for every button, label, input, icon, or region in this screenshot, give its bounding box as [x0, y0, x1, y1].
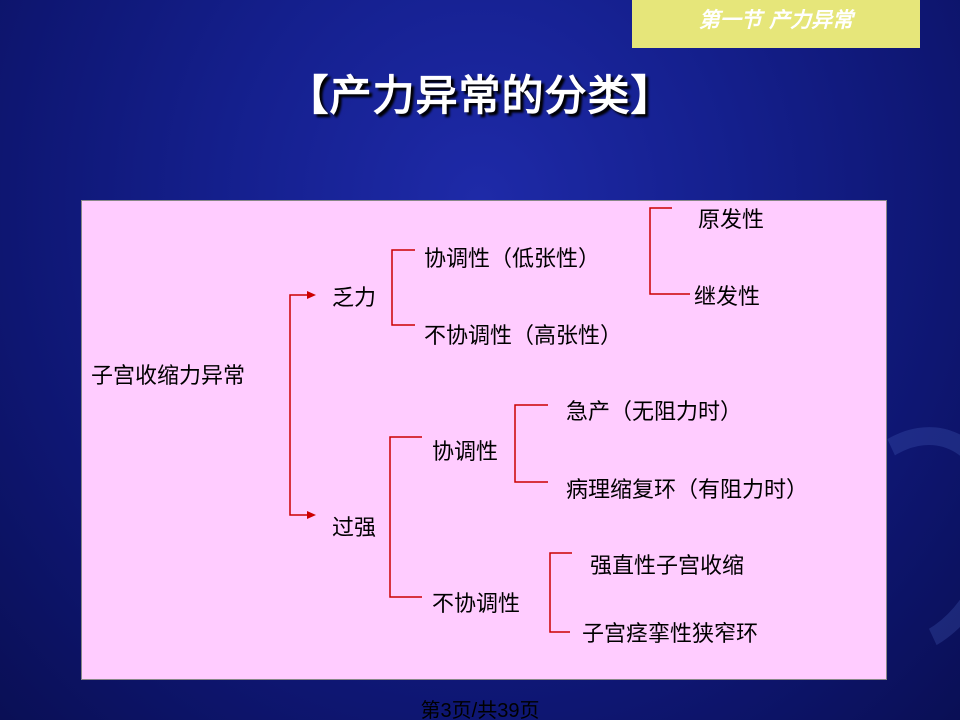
weak-node: 乏力 — [332, 286, 377, 311]
strong-uncoordinated-bracket — [549, 552, 572, 633]
constriction-ring-node: 子宫痉挛性狭窄环 — [582, 622, 759, 647]
weak-coordinated-node: 协调性（低张性） — [424, 247, 601, 272]
strong-coordinated-bracket — [514, 404, 548, 483]
strong-node: 过强 — [332, 516, 377, 541]
slide-title: 【产力异常的分类】 — [286, 71, 674, 120]
weak-bracket — [391, 249, 415, 326]
strong-uncoordinated-node: 不协调性 — [432, 592, 521, 617]
root-arrow-top — [307, 291, 316, 299]
diagram-panel — [81, 200, 887, 680]
strong-coordinated-node: 协调性 — [432, 440, 499, 465]
weak-coordinated-bracket — [649, 207, 690, 295]
weak-uncoordinated-node: 不协调性（高张性） — [424, 324, 623, 349]
root-bracket — [289, 294, 310, 516]
precipitous-labor-node: 急产（无阻力时） — [566, 400, 743, 425]
pathological-ring-node: 病理缩复环（有阻力时） — [566, 478, 809, 503]
root-node: 子宫收缩力异常 — [91, 364, 246, 389]
strong-bracket — [389, 436, 422, 598]
section-badge: 第一节 产力异常 — [632, 0, 920, 48]
primary-node: 原发性 — [698, 208, 765, 233]
root-arrow-bottom — [307, 511, 316, 519]
secondary-node: 继发性 — [694, 285, 761, 310]
page-number: 第3页/共39页 — [420, 700, 540, 720]
tetanic-contraction-node: 强直性子宫收缩 — [590, 554, 745, 579]
